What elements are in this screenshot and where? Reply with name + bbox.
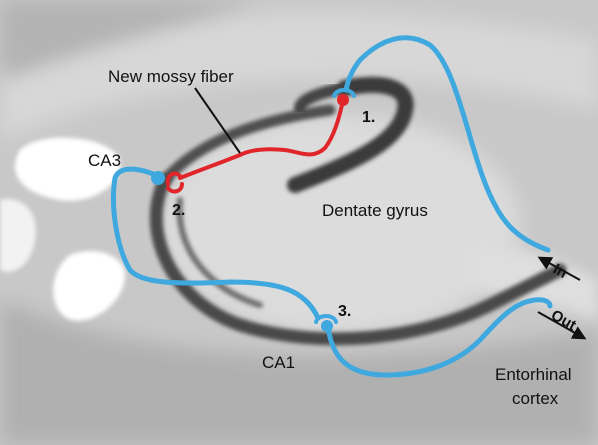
label-ca1: CA1 [262,353,295,372]
label-synapse-3: 3. [338,303,351,320]
granule-cell-dot [337,94,349,106]
label-synapse-2: 2. [172,202,185,219]
label-ca3: CA3 [88,151,121,170]
label-new-mossy-fiber: New mossy fiber [108,67,234,86]
label-dentate-gyrus: Dentate gyrus [322,201,428,220]
label-cortex: cortex [512,389,559,408]
ca1-neuron-dot [321,320,333,332]
label-synapse-1: 1. [362,109,375,126]
ca3-neuron-dot [151,171,165,185]
label-entorhinal: Entorhinal [495,365,572,384]
